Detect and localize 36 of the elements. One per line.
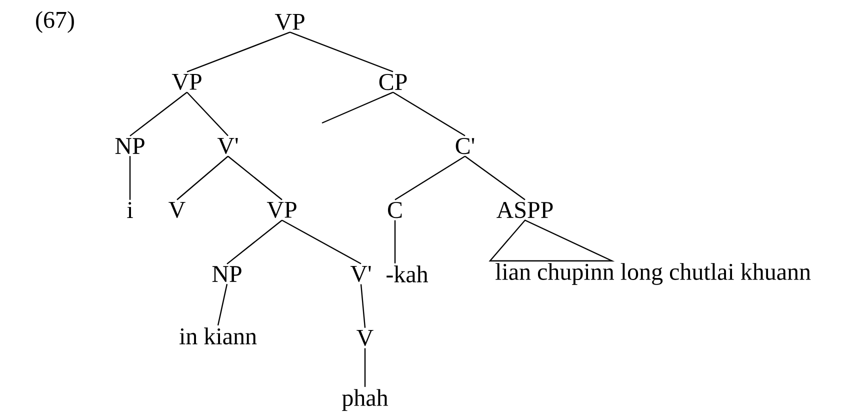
tree-label: VP (266, 202, 296, 218)
tree-label: lian chupinn long chutlai khuann (496, 263, 811, 285)
tree-label: C (388, 202, 402, 218)
tree-label: VP (172, 74, 202, 90)
tree-branch (228, 156, 282, 200)
tree-branch (226, 220, 282, 264)
tree-label: phah (342, 389, 388, 411)
tree-branch (360, 284, 366, 328)
tree-label: V (168, 202, 186, 218)
tree-branch (364, 348, 366, 387)
tree-label: V' (350, 266, 371, 282)
tree-label: ASPP (496, 202, 553, 218)
tree-label: V' (217, 138, 238, 154)
tree-label: in kiann (180, 328, 257, 344)
tree-branch (394, 156, 466, 200)
tree-branch (129, 156, 131, 200)
tree-branch (290, 32, 394, 72)
tree-label: V (356, 330, 374, 346)
tree-branch (130, 92, 188, 136)
tree-label: NP (212, 266, 242, 282)
example-number: (67) (36, 11, 74, 33)
tree-label: NP (115, 138, 144, 154)
tree-label: CP (379, 74, 407, 90)
tree-label: i (127, 202, 133, 218)
tree-branch (392, 92, 466, 136)
tree-branch (394, 220, 396, 264)
tree-branch (282, 220, 362, 264)
tree-label: VP (274, 14, 304, 30)
tree-branch (464, 156, 526, 200)
tree-label: -kah (386, 266, 428, 282)
tree-branch (217, 284, 228, 326)
tree-branch (322, 92, 394, 124)
tree-branch (186, 32, 290, 72)
tree-branch (176, 156, 228, 200)
tree-branch (186, 92, 228, 136)
tree-label: C' (456, 138, 474, 154)
